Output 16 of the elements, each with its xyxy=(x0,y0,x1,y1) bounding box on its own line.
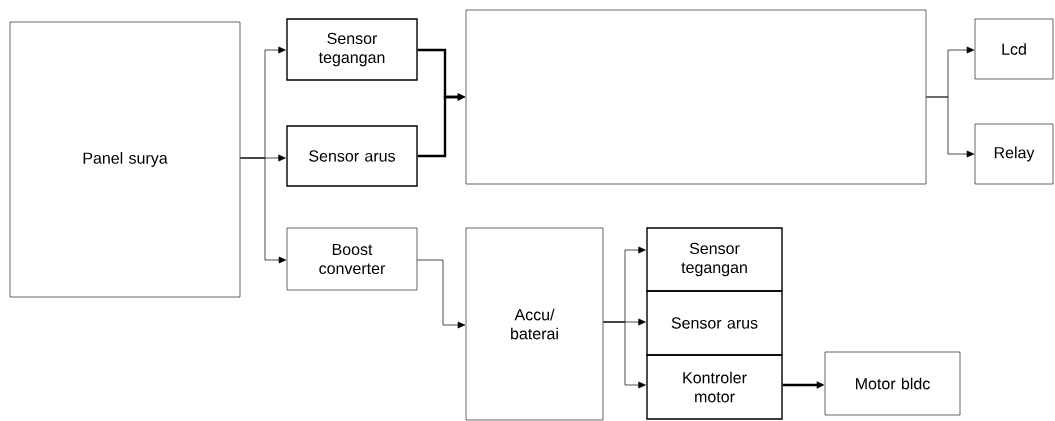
arrow xyxy=(925,96,975,158)
process-box: Kontroler motor xyxy=(646,354,783,420)
process-box xyxy=(465,9,927,185)
process-box: Sensor tegangan xyxy=(286,18,418,81)
arrow xyxy=(416,259,466,329)
arrow xyxy=(239,157,287,264)
process-box: Panel surya xyxy=(9,21,241,298)
process-box: Boost converter xyxy=(286,227,418,291)
process-box: Accu/ baterai xyxy=(465,227,604,421)
process-box: Relay xyxy=(974,123,1054,185)
process-box: Sensor arus xyxy=(646,290,783,356)
arrow xyxy=(602,321,646,389)
process-box: Lcd xyxy=(974,18,1054,80)
process-box: Motor bldc xyxy=(824,351,961,416)
process-box: Sensor tegangan xyxy=(646,227,783,292)
process-box: Sensor arus xyxy=(286,125,418,187)
